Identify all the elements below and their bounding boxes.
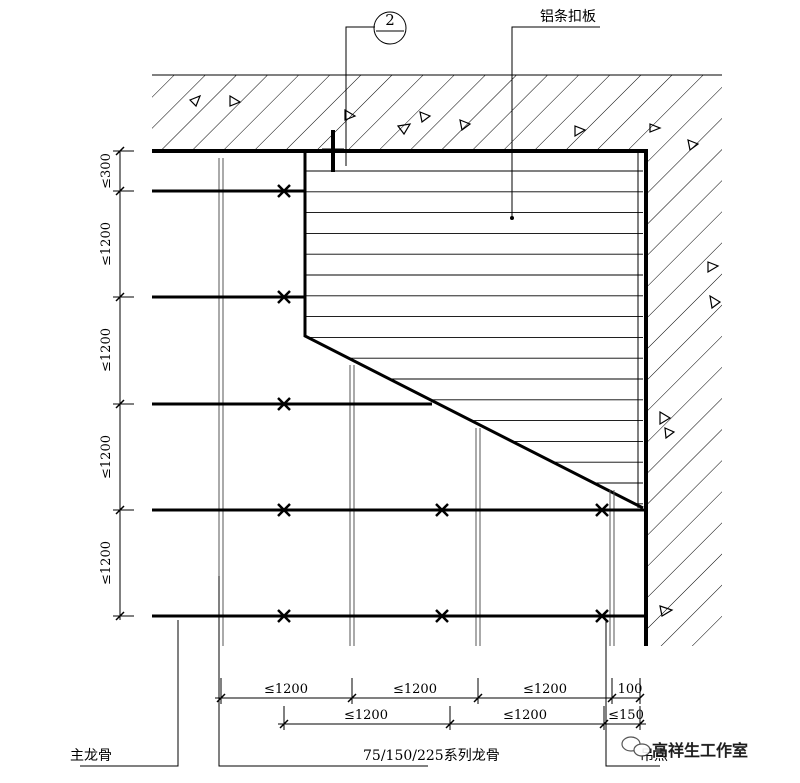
vdim-label-1: ≤300: [99, 153, 114, 189]
hdim-top-4: 100: [618, 682, 643, 697]
concrete-wall-right: [648, 151, 722, 646]
horizontal-dimension-chain-bottom: [278, 706, 646, 730]
series-keels: [218, 158, 615, 646]
hdim-top-3: ≤1200: [523, 682, 567, 697]
hdim-tick: [216, 693, 226, 703]
hdim-bottom-1: ≤1200: [344, 708, 388, 723]
vdim-tick: [115, 186, 125, 196]
section-number: 2: [385, 11, 395, 29]
hdim-tick: [607, 693, 617, 703]
hdim-bottom-2: ≤1200: [503, 708, 547, 723]
hdim-tick: [473, 693, 483, 703]
panel-leader-dot: [510, 216, 514, 220]
vdim-tick: [115, 611, 125, 621]
vdim-label-5: ≤1200: [99, 541, 114, 585]
hanger-cross: [277, 184, 291, 198]
vdim-label-2: ≤1200: [99, 222, 114, 266]
aluminium-strip-panel: [303, 153, 644, 510]
main-keel-label: 主龙骨: [70, 748, 112, 764]
vertical-dimension-chain: [113, 146, 134, 621]
hanger-cross: [595, 503, 609, 517]
hanger-cross: [277, 290, 291, 304]
hdim-bottom-3: ≤150: [608, 708, 644, 723]
horizontal-dimension-labels: ≤1200 ≤1200 ≤1200 100 ≤1200 ≤1200 ≤150: [264, 682, 644, 723]
vdim-tick: [115, 292, 125, 302]
vdim-tick: [115, 146, 125, 156]
vdim-label-4: ≤1200: [99, 435, 114, 479]
hdim-tick: [635, 693, 645, 703]
series-keel-label: 75/150/225系列龙骨: [363, 748, 500, 764]
horizontal-dimension-chain-top: [215, 678, 645, 704]
concrete-aggregate-marks: [188, 94, 722, 617]
hdim-top-1: ≤1200: [264, 682, 308, 697]
svg-text:高祥生工作室: 高祥生工作室: [652, 741, 748, 760]
section-marker: [322, 11, 407, 172]
vdim-tick: [115, 505, 125, 515]
hanger-cross: [277, 609, 291, 623]
hanger-cross: [277, 503, 291, 517]
hanger-cross: [277, 397, 291, 411]
hdim-tick: [635, 719, 645, 729]
concrete-wall-top: [152, 74, 722, 151]
vertical-dimension-labels: ≤300 ≤1200 ≤1200 ≤1200 ≤1200: [99, 153, 114, 585]
hdim-tick: [445, 719, 455, 729]
hanger-cross: [435, 503, 449, 517]
watermark: 高祥生工作室: [621, 736, 748, 760]
hdim-tick: [599, 719, 609, 729]
main-keels: [152, 189, 644, 618]
hdim-tick: [279, 719, 289, 729]
hdim-top-2: ≤1200: [393, 682, 437, 697]
hdim-tick: [347, 693, 357, 703]
vdim-tick: [115, 399, 125, 409]
leader-lines: [80, 26, 660, 767]
vdim-label-3: ≤1200: [99, 328, 114, 372]
hanger-cross: [435, 609, 449, 623]
wechat-icon: [621, 736, 651, 757]
panel-label: 铝条扣板: [540, 8, 596, 25]
